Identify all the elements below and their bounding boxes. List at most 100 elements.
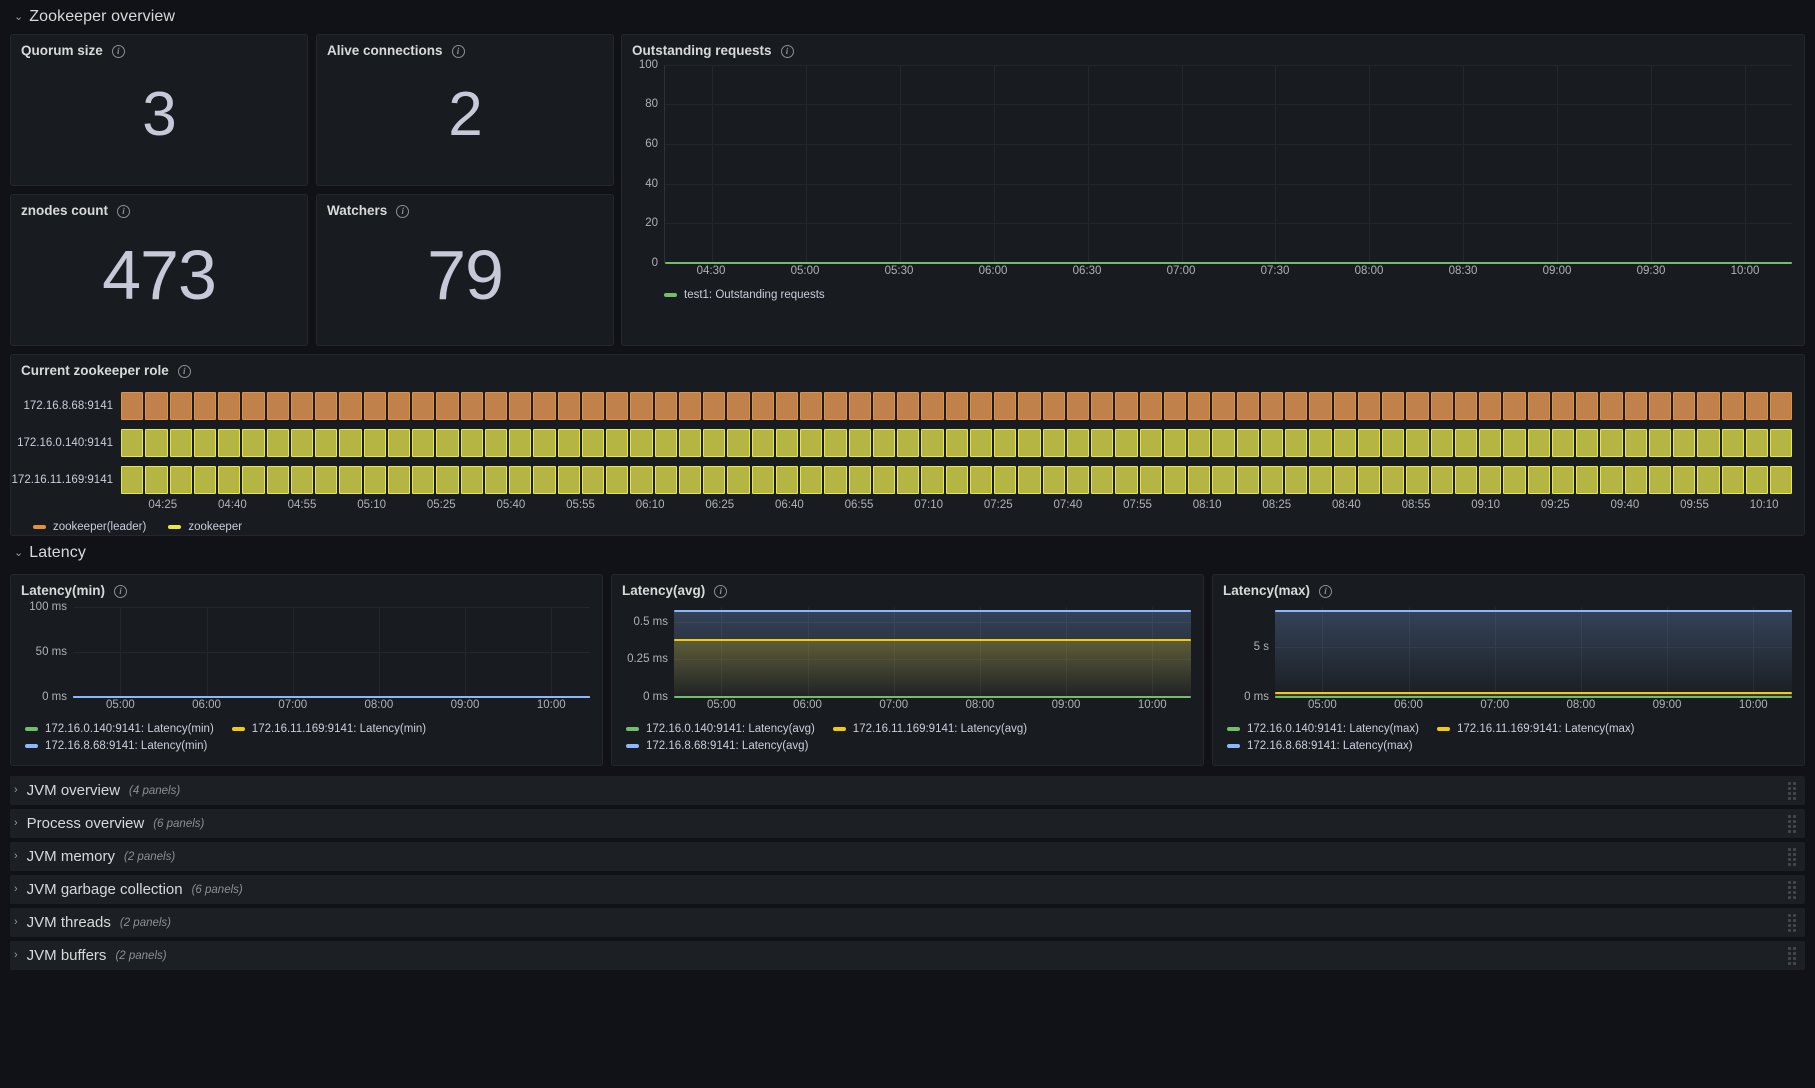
collapsed-row-jvm-buffers[interactable]: ›JVM buffers(2 panels) (10, 941, 1805, 970)
legend-item[interactable]: zookeeper(leader) (33, 521, 146, 533)
timeline-cell[interactable] (1673, 391, 1696, 420)
timeline-cell[interactable] (1624, 391, 1647, 420)
timeline-cell[interactable] (145, 391, 168, 420)
timeline-cell[interactable] (339, 391, 362, 420)
timeline-cell[interactable] (363, 466, 386, 495)
info-icon[interactable]: i (714, 584, 728, 598)
timeline-cell[interactable] (969, 428, 992, 457)
timeline-cell[interactable] (1382, 391, 1405, 420)
timeline-cell[interactable] (509, 428, 532, 457)
timeline-cell[interactable] (1770, 428, 1793, 457)
timeline-cell[interactable] (121, 428, 144, 457)
timeline-cell[interactable] (363, 428, 386, 457)
timeline-cell[interactable] (921, 466, 944, 495)
info-icon[interactable]: i (114, 584, 128, 598)
timeline-cell[interactable] (727, 391, 750, 420)
legend-item[interactable]: 172.16.11.169:9141: Latency(min) (231, 723, 426, 735)
timeline-cell[interactable] (1600, 391, 1623, 420)
timeline-cell[interactable] (581, 391, 604, 420)
panel-quorum-size[interactable]: Quorum size i 3 (10, 34, 308, 186)
collapsed-row-jvm-threads[interactable]: ›JVM threads(2 panels) (10, 908, 1805, 937)
timeline-cell[interactable] (1624, 466, 1647, 495)
timeline-cell[interactable] (509, 466, 532, 495)
timeline-cell[interactable] (1163, 428, 1186, 457)
timeline-cell[interactable] (800, 466, 823, 495)
timeline-cell[interactable] (751, 391, 774, 420)
timeline-cell[interactable] (1236, 428, 1259, 457)
timeline-cell[interactable] (848, 466, 871, 495)
info-icon[interactable]: i (177, 364, 191, 378)
timeline-cell[interactable] (169, 466, 192, 495)
legend-item[interactable]: 172.16.11.169:9141: Latency(max) (1436, 723, 1635, 735)
timeline-cell[interactable] (703, 428, 726, 457)
timeline-cell[interactable] (1212, 391, 1235, 420)
timeline-cell[interactable] (1770, 466, 1793, 495)
timeline-cell[interactable] (581, 428, 604, 457)
timeline-cell[interactable] (630, 428, 653, 457)
timeline-cell[interactable] (1479, 391, 1502, 420)
info-icon[interactable]: i (780, 44, 794, 58)
timeline-cell[interactable] (1236, 391, 1259, 420)
timeline-cell[interactable] (145, 428, 168, 457)
timeline-cell[interactable] (533, 466, 556, 495)
timeline-cell[interactable] (1673, 428, 1696, 457)
legend-item[interactable]: test1: Outstanding requests (664, 289, 825, 301)
timeline-cell[interactable] (1551, 428, 1574, 457)
timeline-cell[interactable] (339, 466, 362, 495)
timeline-cell[interactable] (1357, 466, 1380, 495)
timeline-cell[interactable] (460, 428, 483, 457)
timeline-cell[interactable] (1745, 391, 1768, 420)
timeline-cell[interactable] (751, 466, 774, 495)
timeline-cell[interactable] (630, 391, 653, 420)
timeline-cell[interactable] (412, 466, 435, 495)
timeline-cell[interactable] (315, 466, 338, 495)
timeline-cell[interactable] (1333, 428, 1356, 457)
timeline-cell[interactable] (1721, 391, 1744, 420)
timeline-cell[interactable] (193, 466, 216, 495)
timeline-cell[interactable] (484, 428, 507, 457)
timeline-cell[interactable] (630, 466, 653, 495)
timeline-cell[interactable] (1503, 428, 1526, 457)
timeline-cell[interactable] (1212, 428, 1235, 457)
collapsed-row-jvm-overview[interactable]: ›JVM overview(4 panels) (10, 776, 1805, 805)
timeline-cell[interactable] (484, 391, 507, 420)
timeline-cell[interactable] (1527, 428, 1550, 457)
timeline-cell[interactable] (775, 391, 798, 420)
timeline-cell[interactable] (678, 466, 701, 495)
timeline-cell[interactable] (1066, 391, 1089, 420)
timeline-cell[interactable] (387, 428, 410, 457)
timeline-cell[interactable] (1527, 466, 1550, 495)
timeline-cell[interactable] (1503, 466, 1526, 495)
timeline-cell[interactable] (1770, 391, 1793, 420)
panel-znodes-count[interactable]: znodes count i 473 (10, 194, 308, 346)
panel-watchers[interactable]: Watchers i 79 (316, 194, 614, 346)
timeline-cell[interactable] (339, 428, 362, 457)
timeline-cell[interactable] (1091, 428, 1114, 457)
timeline-cell[interactable] (1018, 466, 1041, 495)
timeline-cell[interactable] (1697, 466, 1720, 495)
timeline-cell[interactable] (1454, 391, 1477, 420)
timeline-cell[interactable] (654, 391, 677, 420)
timeline-cell[interactable] (557, 428, 580, 457)
timeline-cell[interactable] (1745, 466, 1768, 495)
timeline-cell[interactable] (1624, 428, 1647, 457)
timeline-cell[interactable] (533, 391, 556, 420)
timeline-cell[interactable] (1479, 466, 1502, 495)
drag-handle-icon[interactable] (1788, 781, 1796, 800)
info-icon[interactable]: i (396, 204, 410, 218)
timeline-cell[interactable] (1066, 466, 1089, 495)
timeline-cell[interactable] (1333, 466, 1356, 495)
timeline-cell[interactable] (315, 391, 338, 420)
timeline-cell[interactable] (1042, 428, 1065, 457)
timeline-cell[interactable] (1697, 428, 1720, 457)
timeline-cell[interactable] (1236, 466, 1259, 495)
timeline-cell[interactable] (606, 428, 629, 457)
row-header-zookeeper-overview[interactable]: ⌄ Zookeeper overview (10, 0, 1805, 34)
timeline-cell[interactable] (945, 428, 968, 457)
timeline-cell[interactable] (848, 428, 871, 457)
timeline-cell[interactable] (678, 428, 701, 457)
timeline-cell[interactable] (412, 428, 435, 457)
drag-handle-icon[interactable] (1788, 880, 1796, 899)
